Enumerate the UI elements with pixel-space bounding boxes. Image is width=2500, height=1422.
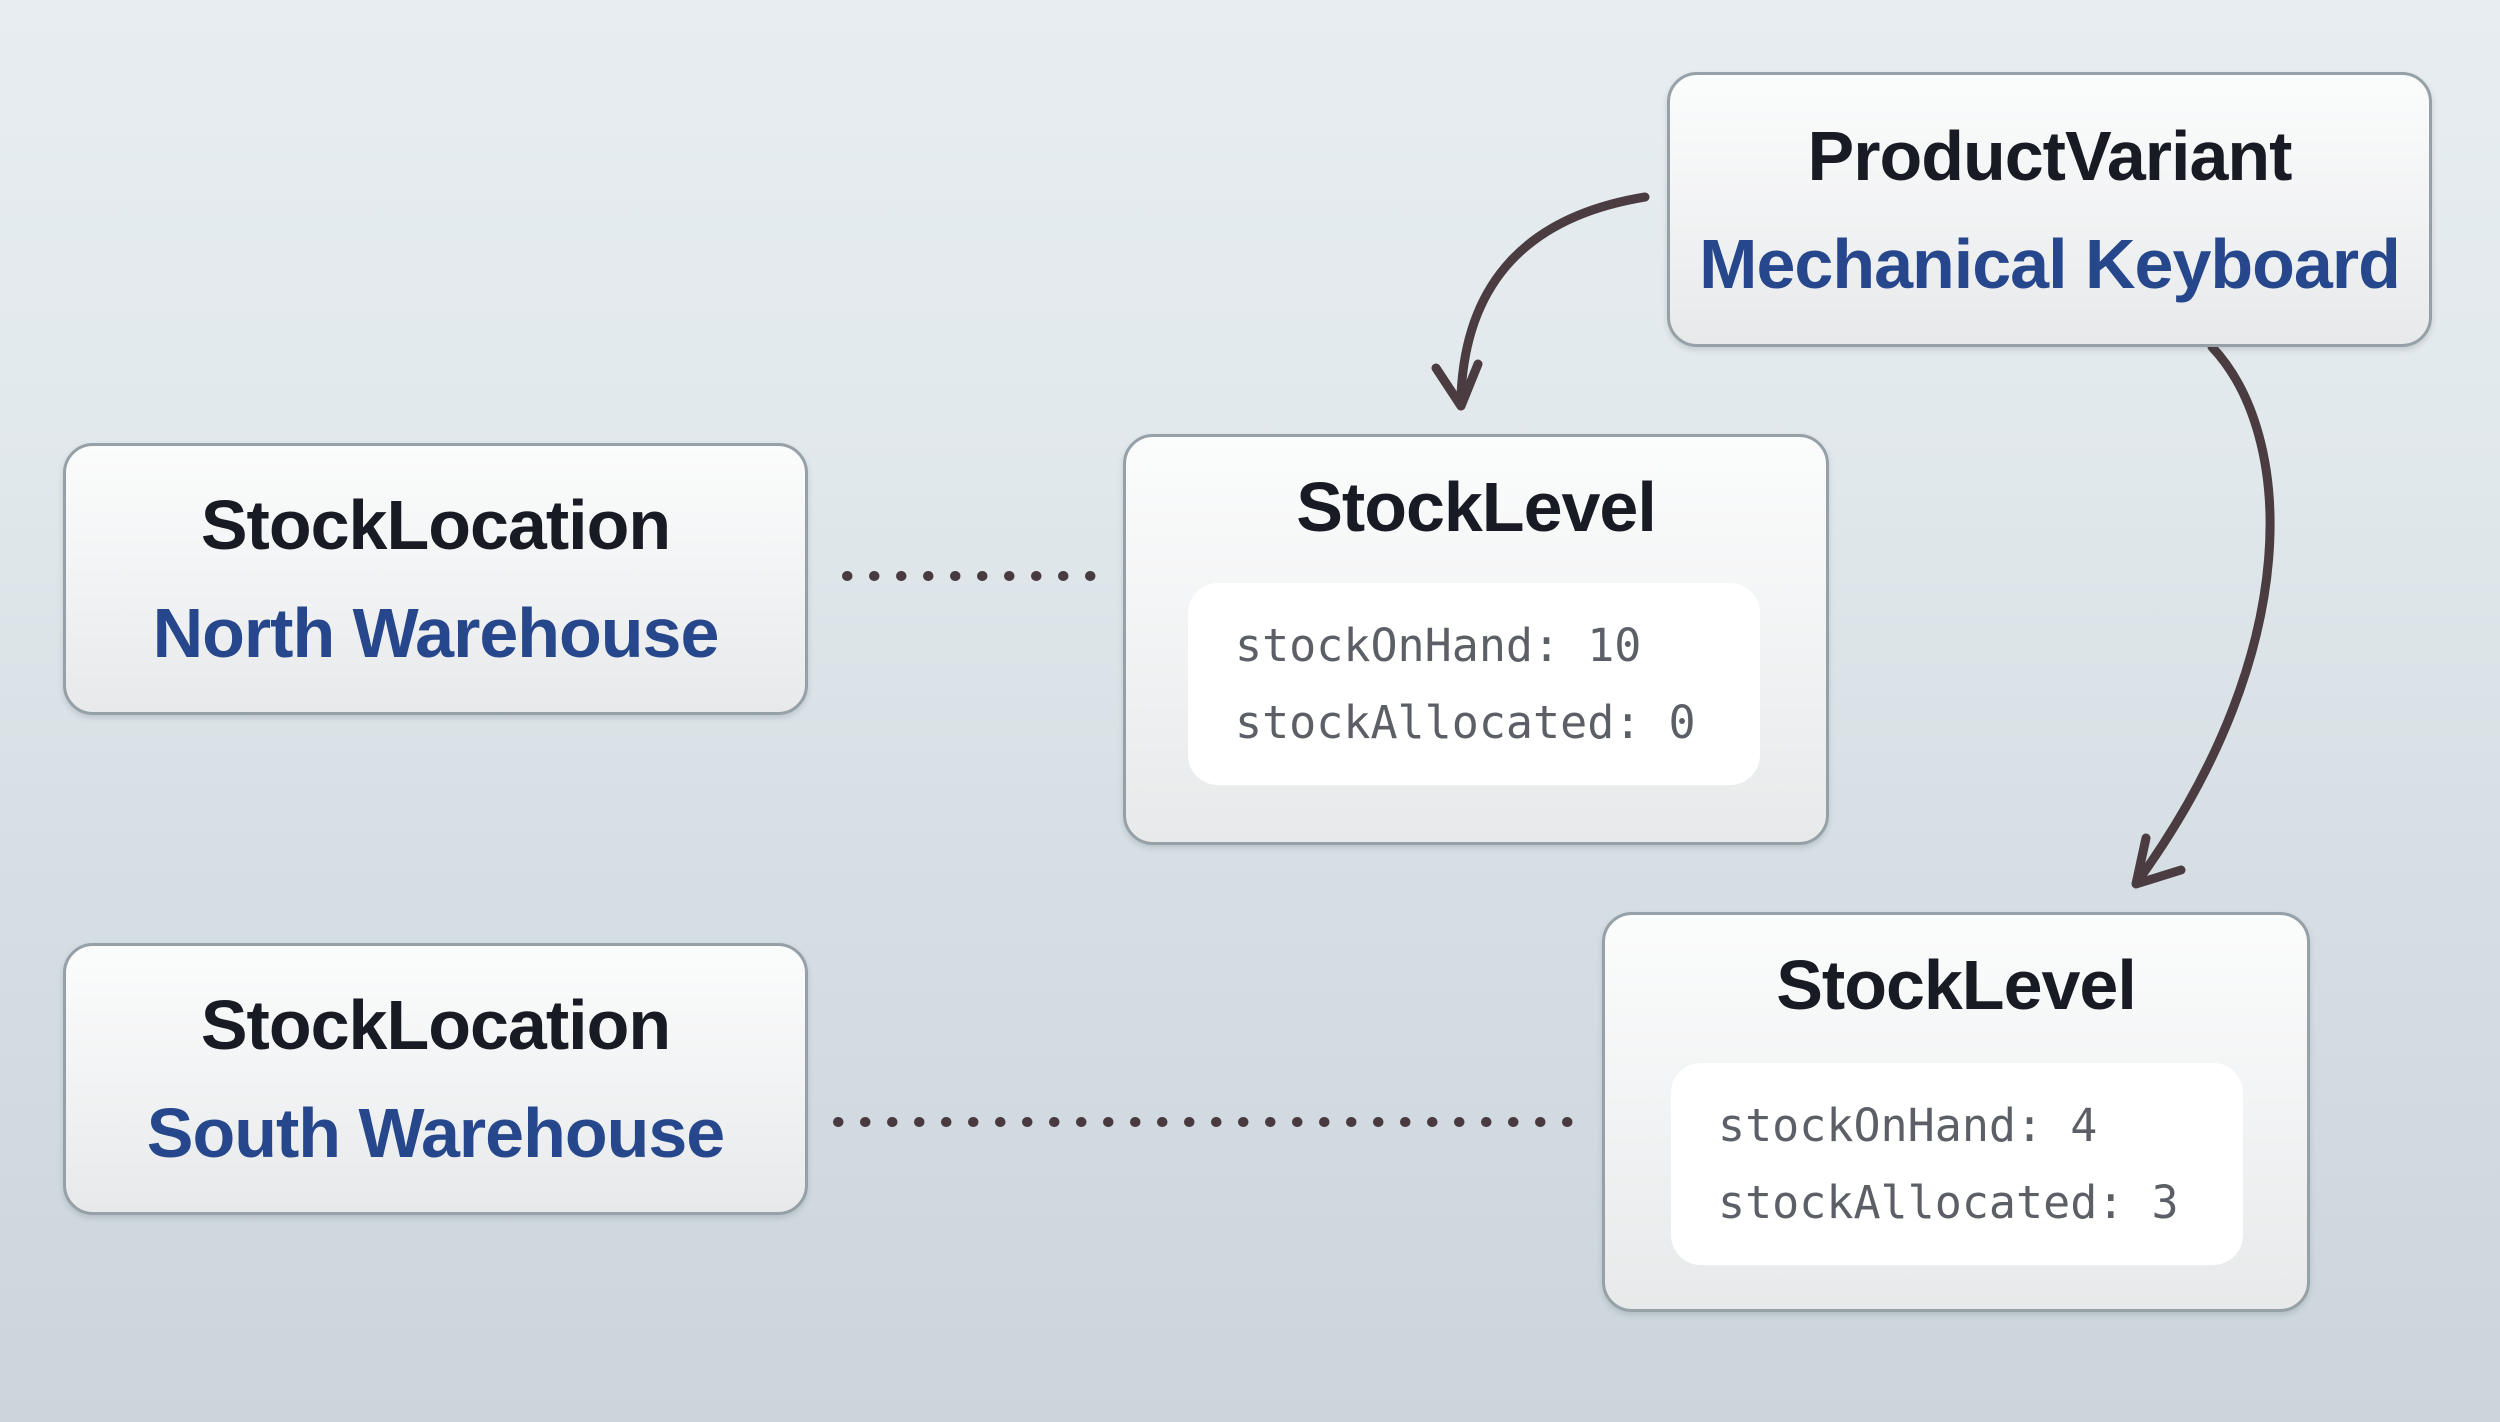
entity-box-stock-level-south: StockLevel stockOnHand: 4 stockAllocated… [1602, 912, 2310, 1312]
arrowhead-icon [1431, 359, 1483, 411]
entity-box-product-variant: ProductVariant Mechanical Keyboard [1667, 72, 2432, 347]
entity-instance-label: North Warehouse [152, 594, 720, 672]
stock-allocated-field: stockAllocated: 3 [1718, 1176, 2179, 1229]
stock-on-hand-field: stockOnHand: 4 [1718, 1099, 2098, 1152]
arrow-curve [1456, 192, 1650, 401]
entity-box-stock-location-north: StockLocation North Warehouse [63, 443, 808, 715]
entity-type-label: StockLevel [1776, 946, 2137, 1024]
stock-level-fields-panel: stockOnHand: 4 stockAllocated: 3 [1671, 1063, 2243, 1265]
stock-on-hand-field: stockOnHand: 10 [1235, 619, 1642, 672]
entity-type-label: StockLevel [1296, 468, 1657, 546]
arrowhead-icon [2131, 833, 2186, 889]
entity-instance-label: South Warehouse [146, 1094, 725, 1172]
arrow-curve [2135, 342, 2275, 883]
entity-type-label: StockLocation [200, 486, 671, 564]
entity-box-stock-level-north: StockLevel stockOnHand: 10 stockAllocate… [1123, 434, 1829, 845]
entity-type-label: ProductVariant [1807, 116, 2293, 195]
entity-box-stock-location-south: StockLocation South Warehouse [63, 943, 808, 1215]
entity-type-label: StockLocation [200, 986, 671, 1064]
stock-allocated-field: stockAllocated: 0 [1235, 696, 1696, 749]
stock-level-fields-panel: stockOnHand: 10 stockAllocated: 0 [1188, 583, 1760, 785]
arrow-productvariant-to-stocklevel-south [2131, 342, 2275, 889]
arrow-productvariant-to-stocklevel-north [1431, 192, 1650, 411]
entity-instance-label: Mechanical Keyboard [1699, 224, 2401, 303]
